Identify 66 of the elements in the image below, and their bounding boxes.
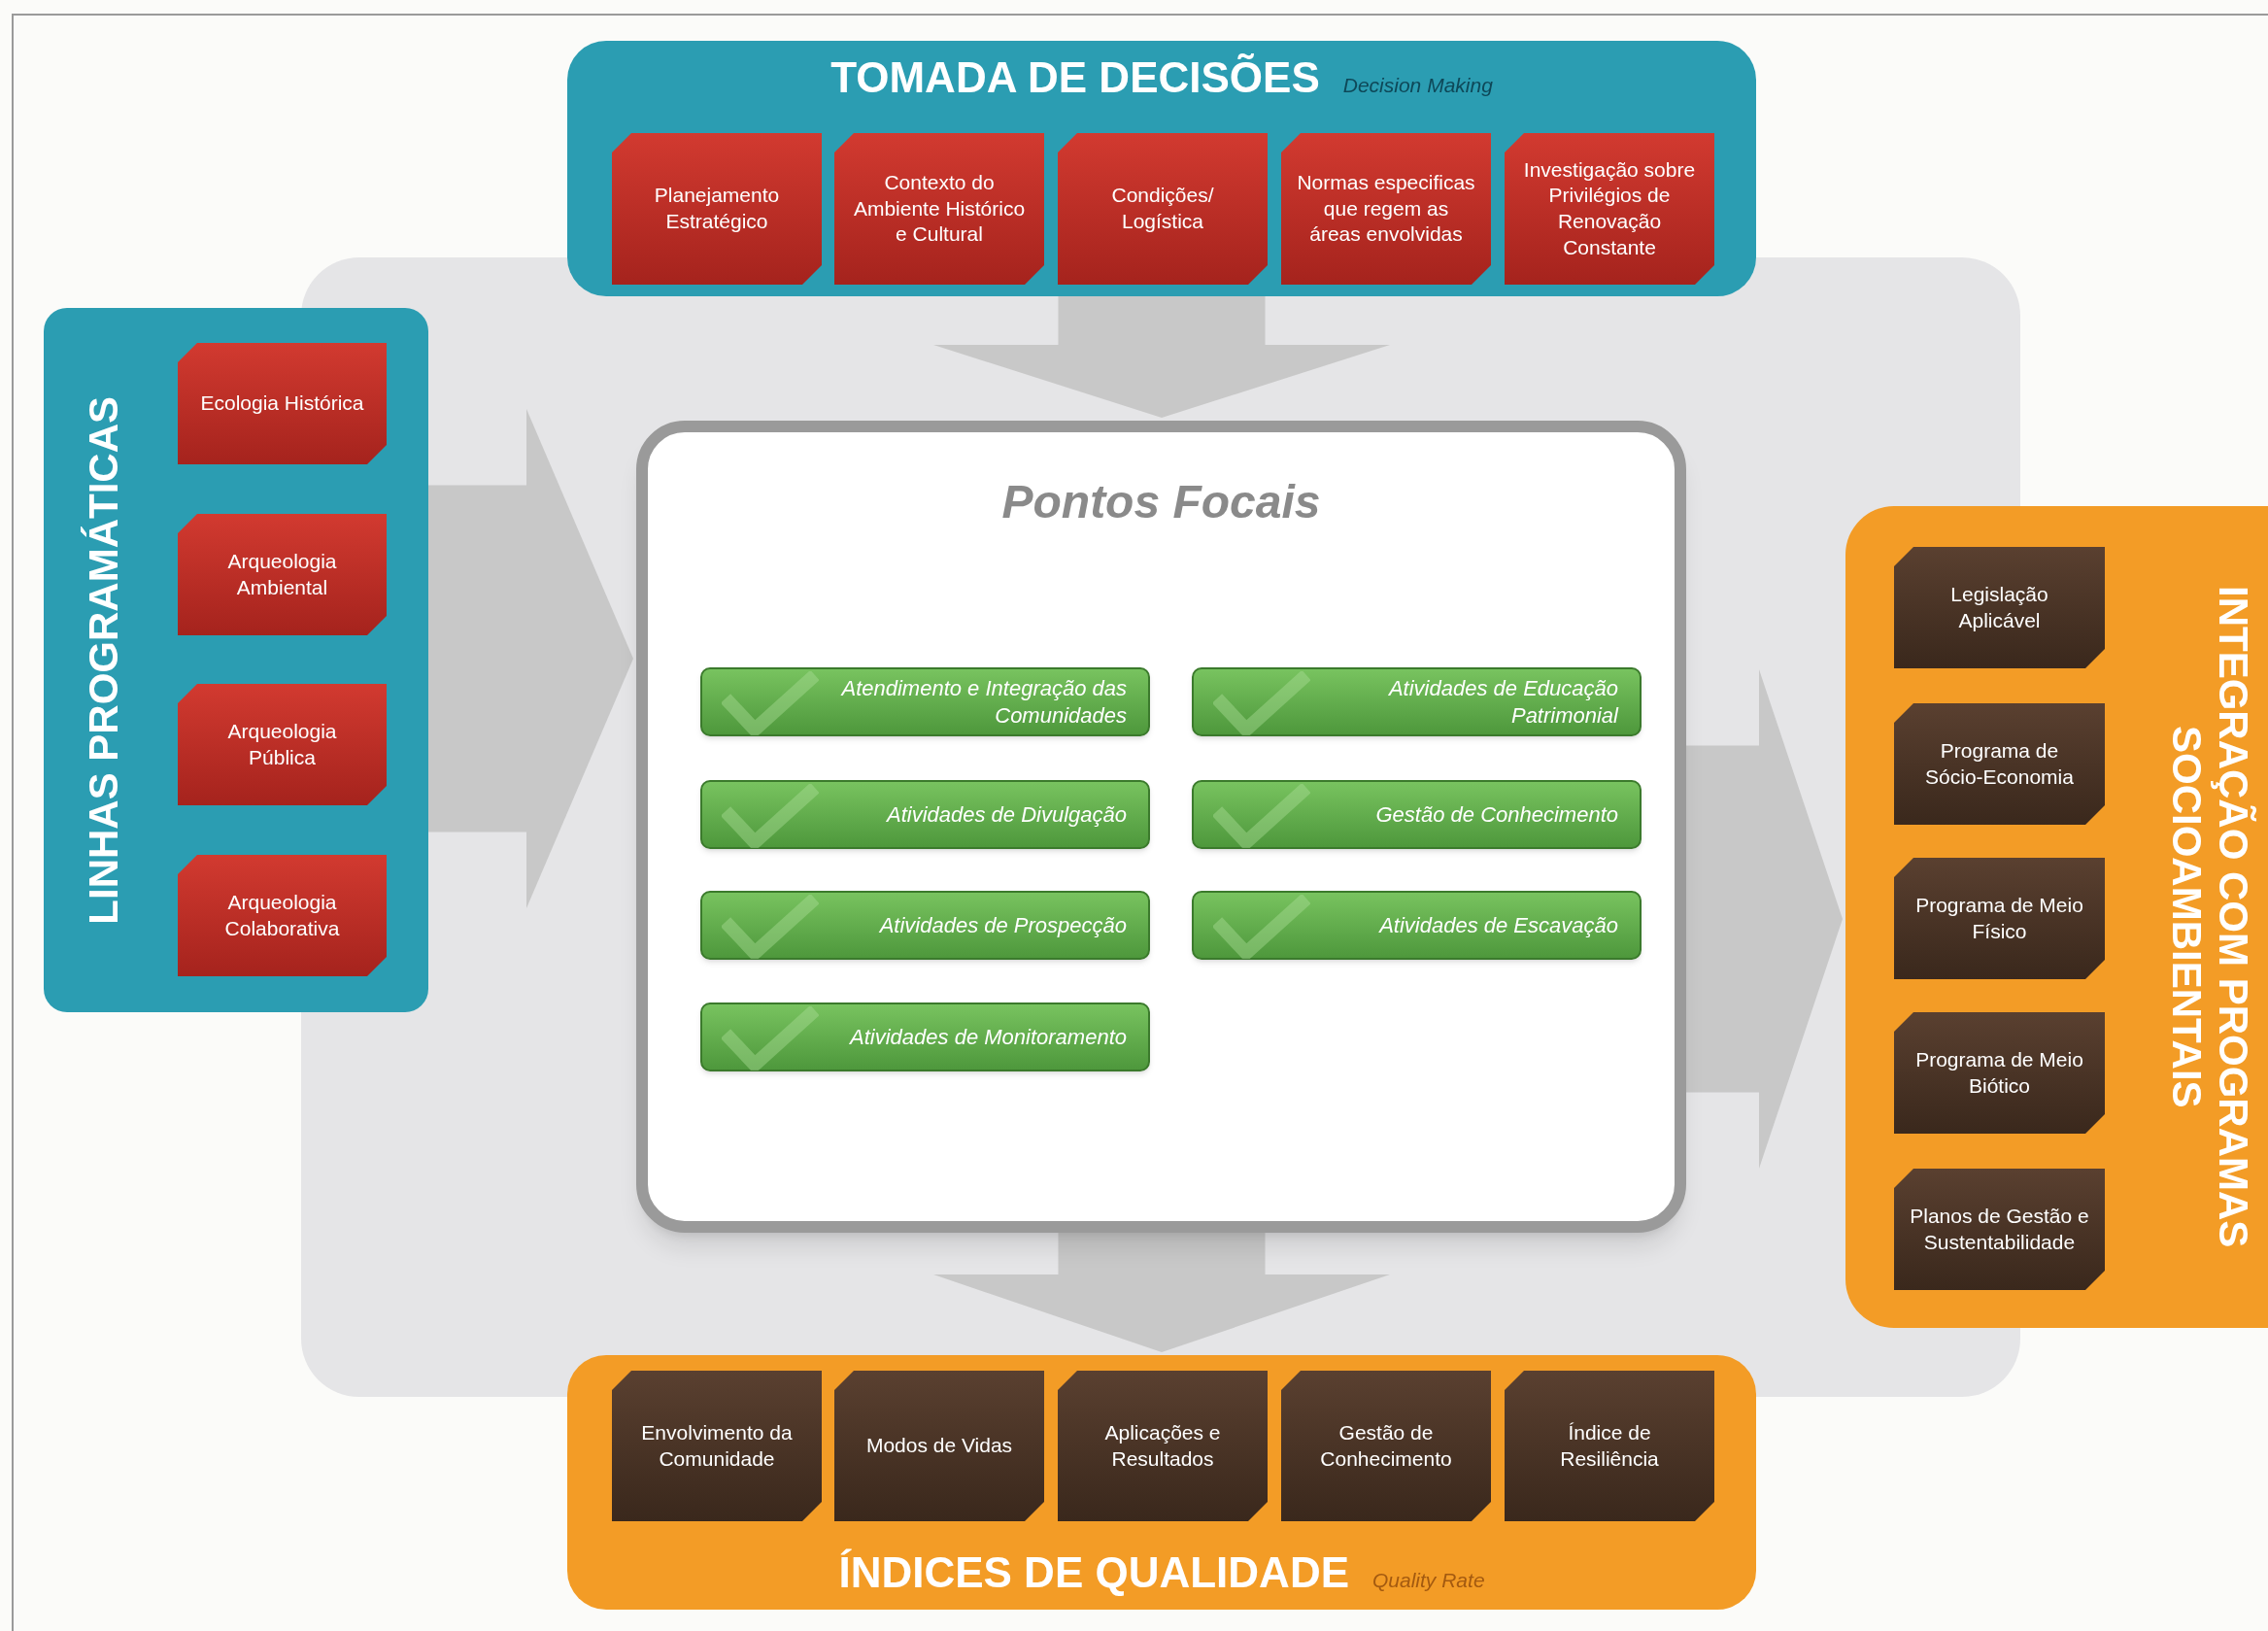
topic-box	[1894, 1012, 2105, 1134]
topic-box	[178, 855, 387, 976]
topic-box	[1894, 547, 2105, 668]
focus-item-bar	[700, 667, 1150, 736]
focus-item-bar	[1192, 891, 1642, 960]
item-label: Atividades de Educação Patrimonial	[1387, 675, 1618, 729]
topic-box	[834, 133, 1044, 285]
box-label: Legislação Aplicável	[1949, 581, 2049, 633]
item-label: Atividades de Prospecção	[879, 911, 1127, 939]
panel-subtitle: Quality Rate	[1372, 1570, 1485, 1590]
topic-box	[1281, 133, 1491, 285]
topic-box	[1505, 1371, 1714, 1521]
topic-box	[1281, 1371, 1491, 1521]
topic-box	[1894, 858, 2105, 979]
box-label: Arqueologia Ambiental	[226, 548, 338, 600]
item-label: Atividades de Monitoramento	[850, 1023, 1127, 1051]
topic-box	[1058, 1371, 1268, 1521]
box-label: Gestão de Conhecimento	[1319, 1419, 1453, 1472]
box-label: Ecologia Histórica	[200, 391, 364, 417]
item-label: Gestão de Conhecimento	[1375, 800, 1618, 829]
topic-box	[1894, 703, 2105, 825]
item-label: Atividades de Divulgação	[886, 800, 1127, 829]
item-label: Atividades de Escavação	[1379, 911, 1618, 939]
panel-subtitle: Decision Making	[1342, 75, 1493, 95]
box-label: Investigação sobre Privilégios de Renovação Constante	[1522, 156, 1697, 260]
category-panel	[1845, 506, 2268, 1328]
panel-title: Pontos Focais	[1001, 475, 1321, 529]
focus-item-bar	[1192, 780, 1642, 849]
focus-item-bar	[1192, 667, 1642, 736]
panel-title: LINHAS PROGRAMÁTICAS	[80, 395, 127, 925]
box-label: Arqueologia Colaborativa	[223, 889, 341, 941]
block-arrow	[933, 296, 1390, 418]
box-label: Programa de Meio Físico	[1914, 892, 2084, 944]
topic-box	[1058, 133, 1268, 285]
topic-box	[178, 684, 387, 805]
focus-panel	[636, 421, 1686, 1233]
box-label: Contexto do Ambiente Histórico e Cultural	[852, 170, 1027, 248]
box-label: Aplicações e Resultados	[1103, 1419, 1222, 1472]
box-label: Programa de Sócio-Economia	[1924, 737, 2075, 790]
focus-item-bar	[700, 1002, 1150, 1071]
panel-title: INTEGRAÇÃO COM PROGRAMAS SOCIOAMBIENTAIS	[2162, 585, 2256, 1250]
category-panel	[44, 308, 428, 1012]
topic-box	[1894, 1169, 2105, 1290]
block-arrow	[1686, 669, 1843, 1169]
box-label: Programa de Meio Biótico	[1914, 1046, 2084, 1099]
focus-item-bar	[700, 780, 1150, 849]
box-label: Índice de Resiliência	[1559, 1419, 1660, 1472]
box-label: Arqueologia Pública	[226, 718, 338, 770]
box-label: Condições/ Logística	[1110, 183, 1215, 234]
box-label: Normas especificas que regem as áreas envolvidas	[1297, 170, 1475, 248]
focus-item-bar	[700, 891, 1150, 960]
topic-box	[612, 1371, 822, 1521]
box-label: Planejamento Estratégico	[653, 183, 781, 234]
block-arrow	[933, 1233, 1390, 1352]
box-label: Envolvimento da Comunidade	[640, 1419, 794, 1472]
topic-box	[1505, 133, 1714, 285]
category-panel	[567, 41, 1756, 296]
category-panel	[567, 1355, 1756, 1610]
box-label: Planos de Gestão e Sustentabilidade	[1910, 1203, 2089, 1255]
topic-box	[834, 1371, 1044, 1521]
topic-box	[178, 514, 387, 635]
block-arrow	[428, 409, 633, 908]
item-label: Atendimento e Integração das Comunidades	[839, 675, 1127, 729]
topic-box	[178, 343, 387, 464]
topic-box	[612, 133, 822, 285]
box-label: Modos de Vidas	[865, 1433, 1013, 1459]
